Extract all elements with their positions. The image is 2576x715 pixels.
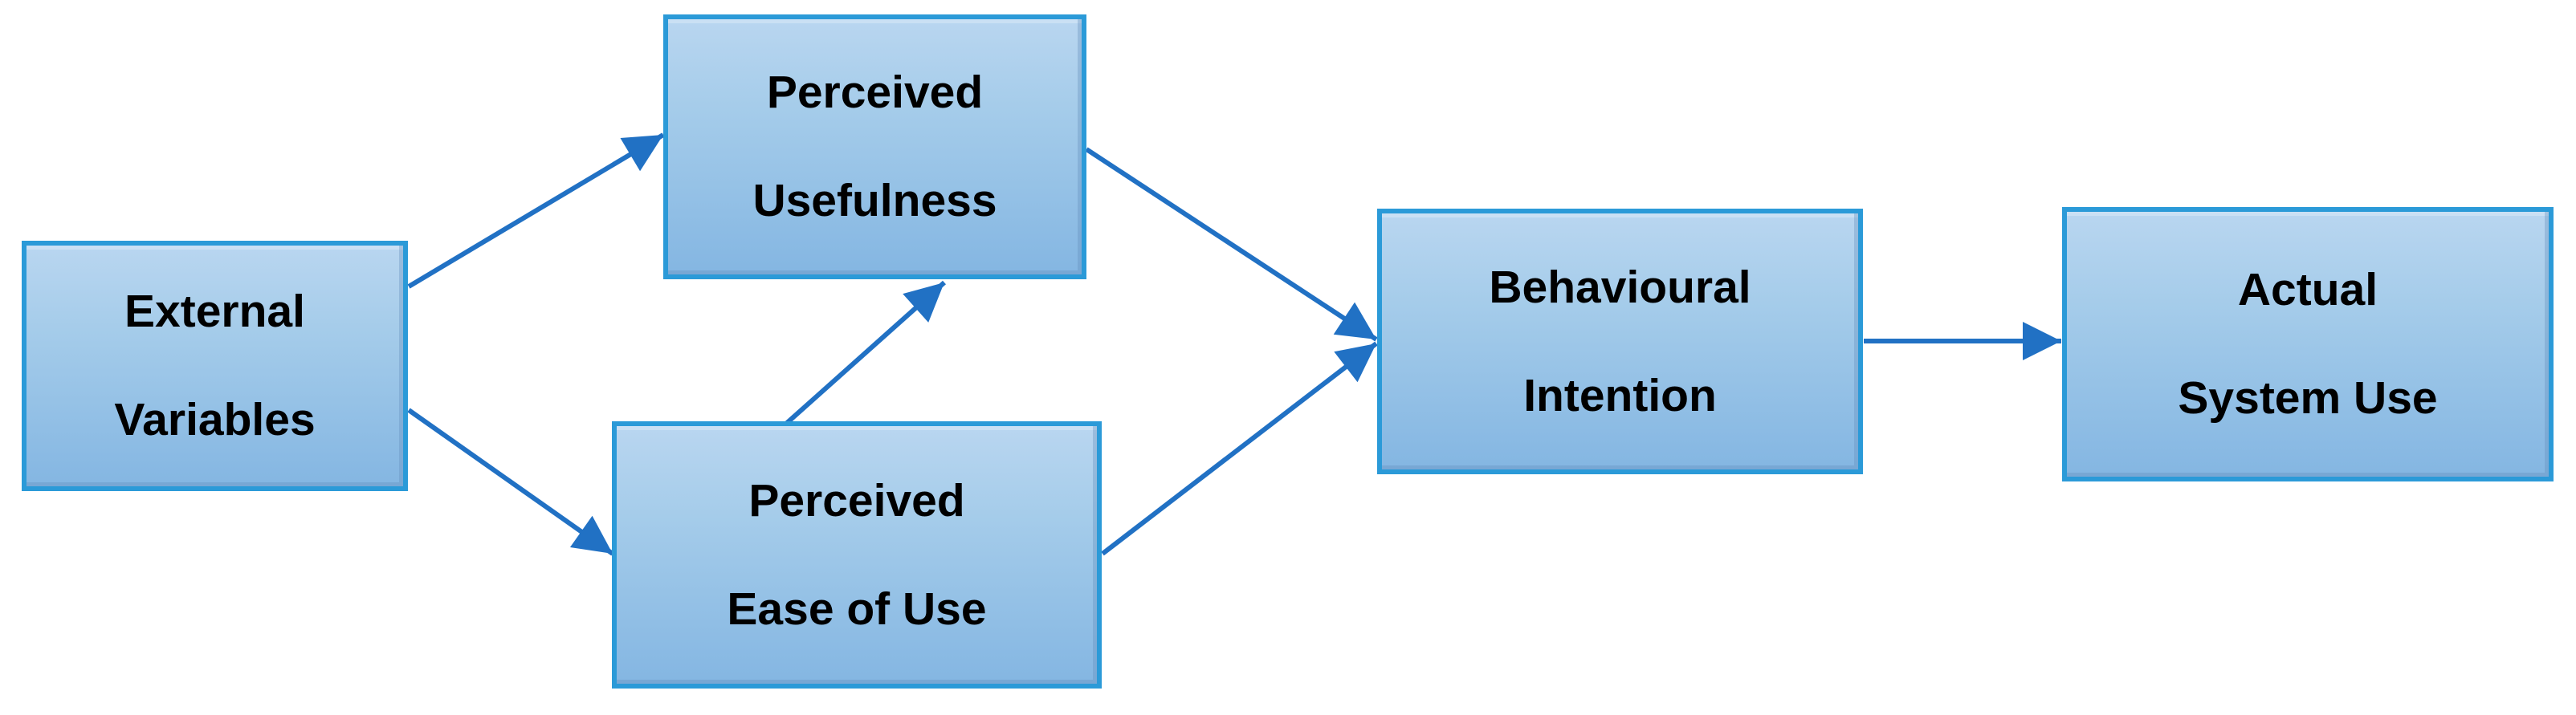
- node-perceived-ease-of-use: Perceived Ease of Use: [612, 421, 1102, 689]
- node-perceived-usefulness-line2: Usefulness: [752, 175, 997, 226]
- edge-usefulness-to-intention: [1085, 147, 1378, 342]
- node-behavioural-intention: Behavioural Intention: [1377, 209, 1863, 474]
- node-actual-system-use: Actual System Use: [2062, 207, 2554, 481]
- node-actual-system-use-line1: Actual: [2237, 264, 2378, 315]
- node-perceived-usefulness-line1: Perceived: [766, 67, 984, 118]
- node-perceived-ease-of-use-line2: Ease of Use: [727, 583, 987, 635]
- edge-external-to-usefulness: [407, 132, 665, 289]
- edge-ease-of-use-to-intention: [1101, 341, 1378, 556]
- node-external-variables: External Variables: [22, 241, 408, 491]
- node-perceived-usefulness: Perceived Usefulness: [663, 14, 1086, 279]
- node-behavioural-intention-line1: Behavioural: [1489, 261, 1751, 313]
- node-external-variables-line2: Variables: [114, 394, 316, 445]
- edge-external-to-ease-of-use: [407, 408, 614, 556]
- edge-ease-of-use-to-usefulness: [785, 280, 946, 425]
- node-actual-system-use-line2: System Use: [2178, 372, 2438, 424]
- node-perceived-ease-of-use-line1: Perceived: [748, 474, 965, 526]
- node-behavioural-intention-line2: Intention: [1523, 369, 1717, 421]
- node-external-variables-line1: External: [124, 286, 305, 337]
